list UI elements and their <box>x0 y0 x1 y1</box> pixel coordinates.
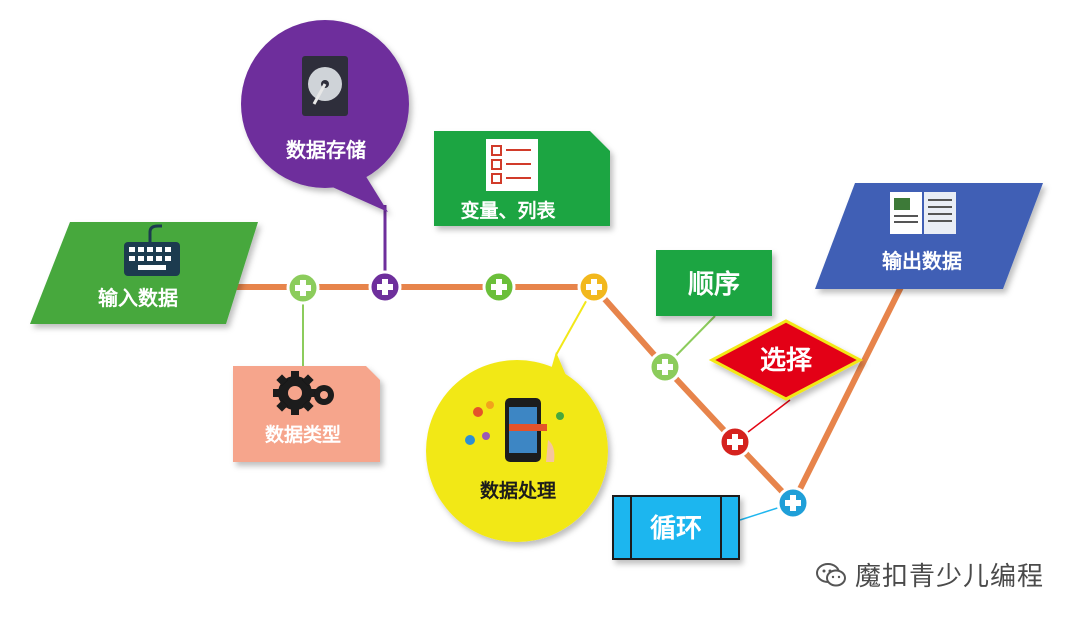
data-types-label: 数据类型 <box>265 423 341 446</box>
plus-blue-icon <box>776 486 810 520</box>
plus-light-green-icon <box>286 271 320 305</box>
data-storage-label: 数据存储 <box>286 138 366 162</box>
data-processing-node: 数据处理 <box>426 352 608 542</box>
loop-node: 循环 <box>612 495 740 560</box>
loop-label: 循环 <box>650 514 702 544</box>
plus-yellow-icon <box>577 270 611 304</box>
watermark: 魔扣青少儿编程 <box>815 556 1044 593</box>
wechat-icon <box>816 562 846 586</box>
hard-drive-icon <box>302 56 348 116</box>
watermark-text: 魔扣青少儿编程 <box>855 562 1045 592</box>
data-processing-label: 数据处理 <box>480 479 556 502</box>
keyboard-icon <box>124 224 180 276</box>
gears-icon <box>273 371 334 415</box>
input-data-label: 输入数据 <box>98 286 178 310</box>
variables-lists-node: 变量、列表 <box>434 131 610 226</box>
checklist-icon <box>486 139 538 191</box>
plus-red-icon <box>718 425 752 459</box>
data-types-node: 数据类型 <box>233 366 380 462</box>
choice-label: 选择 <box>760 346 813 376</box>
output-data-node: 输出数据 <box>815 183 1043 289</box>
plus-green-icon <box>482 270 516 304</box>
output-data-label: 输出数据 <box>882 249 962 273</box>
smartphone-icon <box>465 398 564 462</box>
input-data-node: 输入数据 <box>30 222 258 324</box>
data-storage-node: 数据存储 <box>241 20 409 212</box>
sequence-label: 顺序 <box>688 269 740 300</box>
plus-sequence-icon <box>648 350 682 384</box>
sequence-node: 顺序 <box>656 250 772 316</box>
variables-lists-label: 变量、列表 <box>460 199 556 222</box>
choice-node: 选择 <box>708 319 864 401</box>
plus-purple-icon <box>368 270 402 304</box>
document-icon <box>890 192 956 234</box>
